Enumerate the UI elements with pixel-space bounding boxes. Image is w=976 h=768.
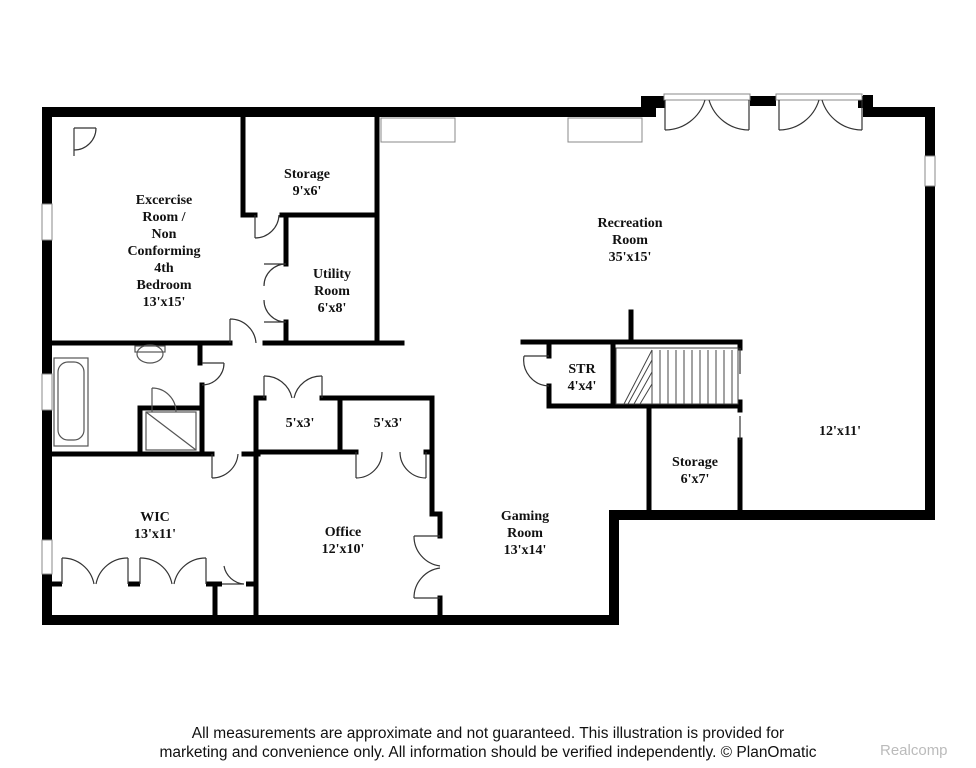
windows: [41, 93, 936, 575]
realcomp-watermark: Realcomp: [880, 742, 948, 759]
room-label-recreation: Recreation Room 35'x15': [597, 216, 663, 265]
disclaimer-line-1: All measurements are approximate and not…: [191, 725, 785, 742]
disclaimer-line-2: marketing and convenience only. All info…: [159, 744, 817, 761]
bathroom-fixtures: [53, 344, 197, 451]
stairs: [615, 347, 739, 405]
room-label-gaming: Gaming Room 13'x14': [500, 509, 550, 558]
room-label-exercise: Excercise Room / Non Conforming 4th Bedr…: [127, 193, 201, 310]
room-label-wic: WIC 13'x11': [133, 510, 176, 542]
room-label-storage-top: Storage 9'x6': [284, 167, 330, 199]
room-label-office: Office 12'x10': [321, 525, 365, 557]
room-label-area-right: 12'x11': [818, 424, 861, 439]
room-label-closet-b: 5'x3': [373, 416, 403, 431]
room-label-utility: Utility Room 6'x8': [312, 267, 352, 316]
disclaimer-text: All measurements are approximate and not…: [60, 724, 916, 762]
exterior-walls: [42, 95, 935, 625]
room-label-closet-a: 5'x3': [285, 416, 315, 431]
room-label-storage-right: Storage 6'x7': [672, 455, 718, 487]
door-swings: [61, 99, 863, 599]
room-label-str: STR 4'x4': [567, 362, 597, 394]
interior-walls: [49, 112, 743, 621]
